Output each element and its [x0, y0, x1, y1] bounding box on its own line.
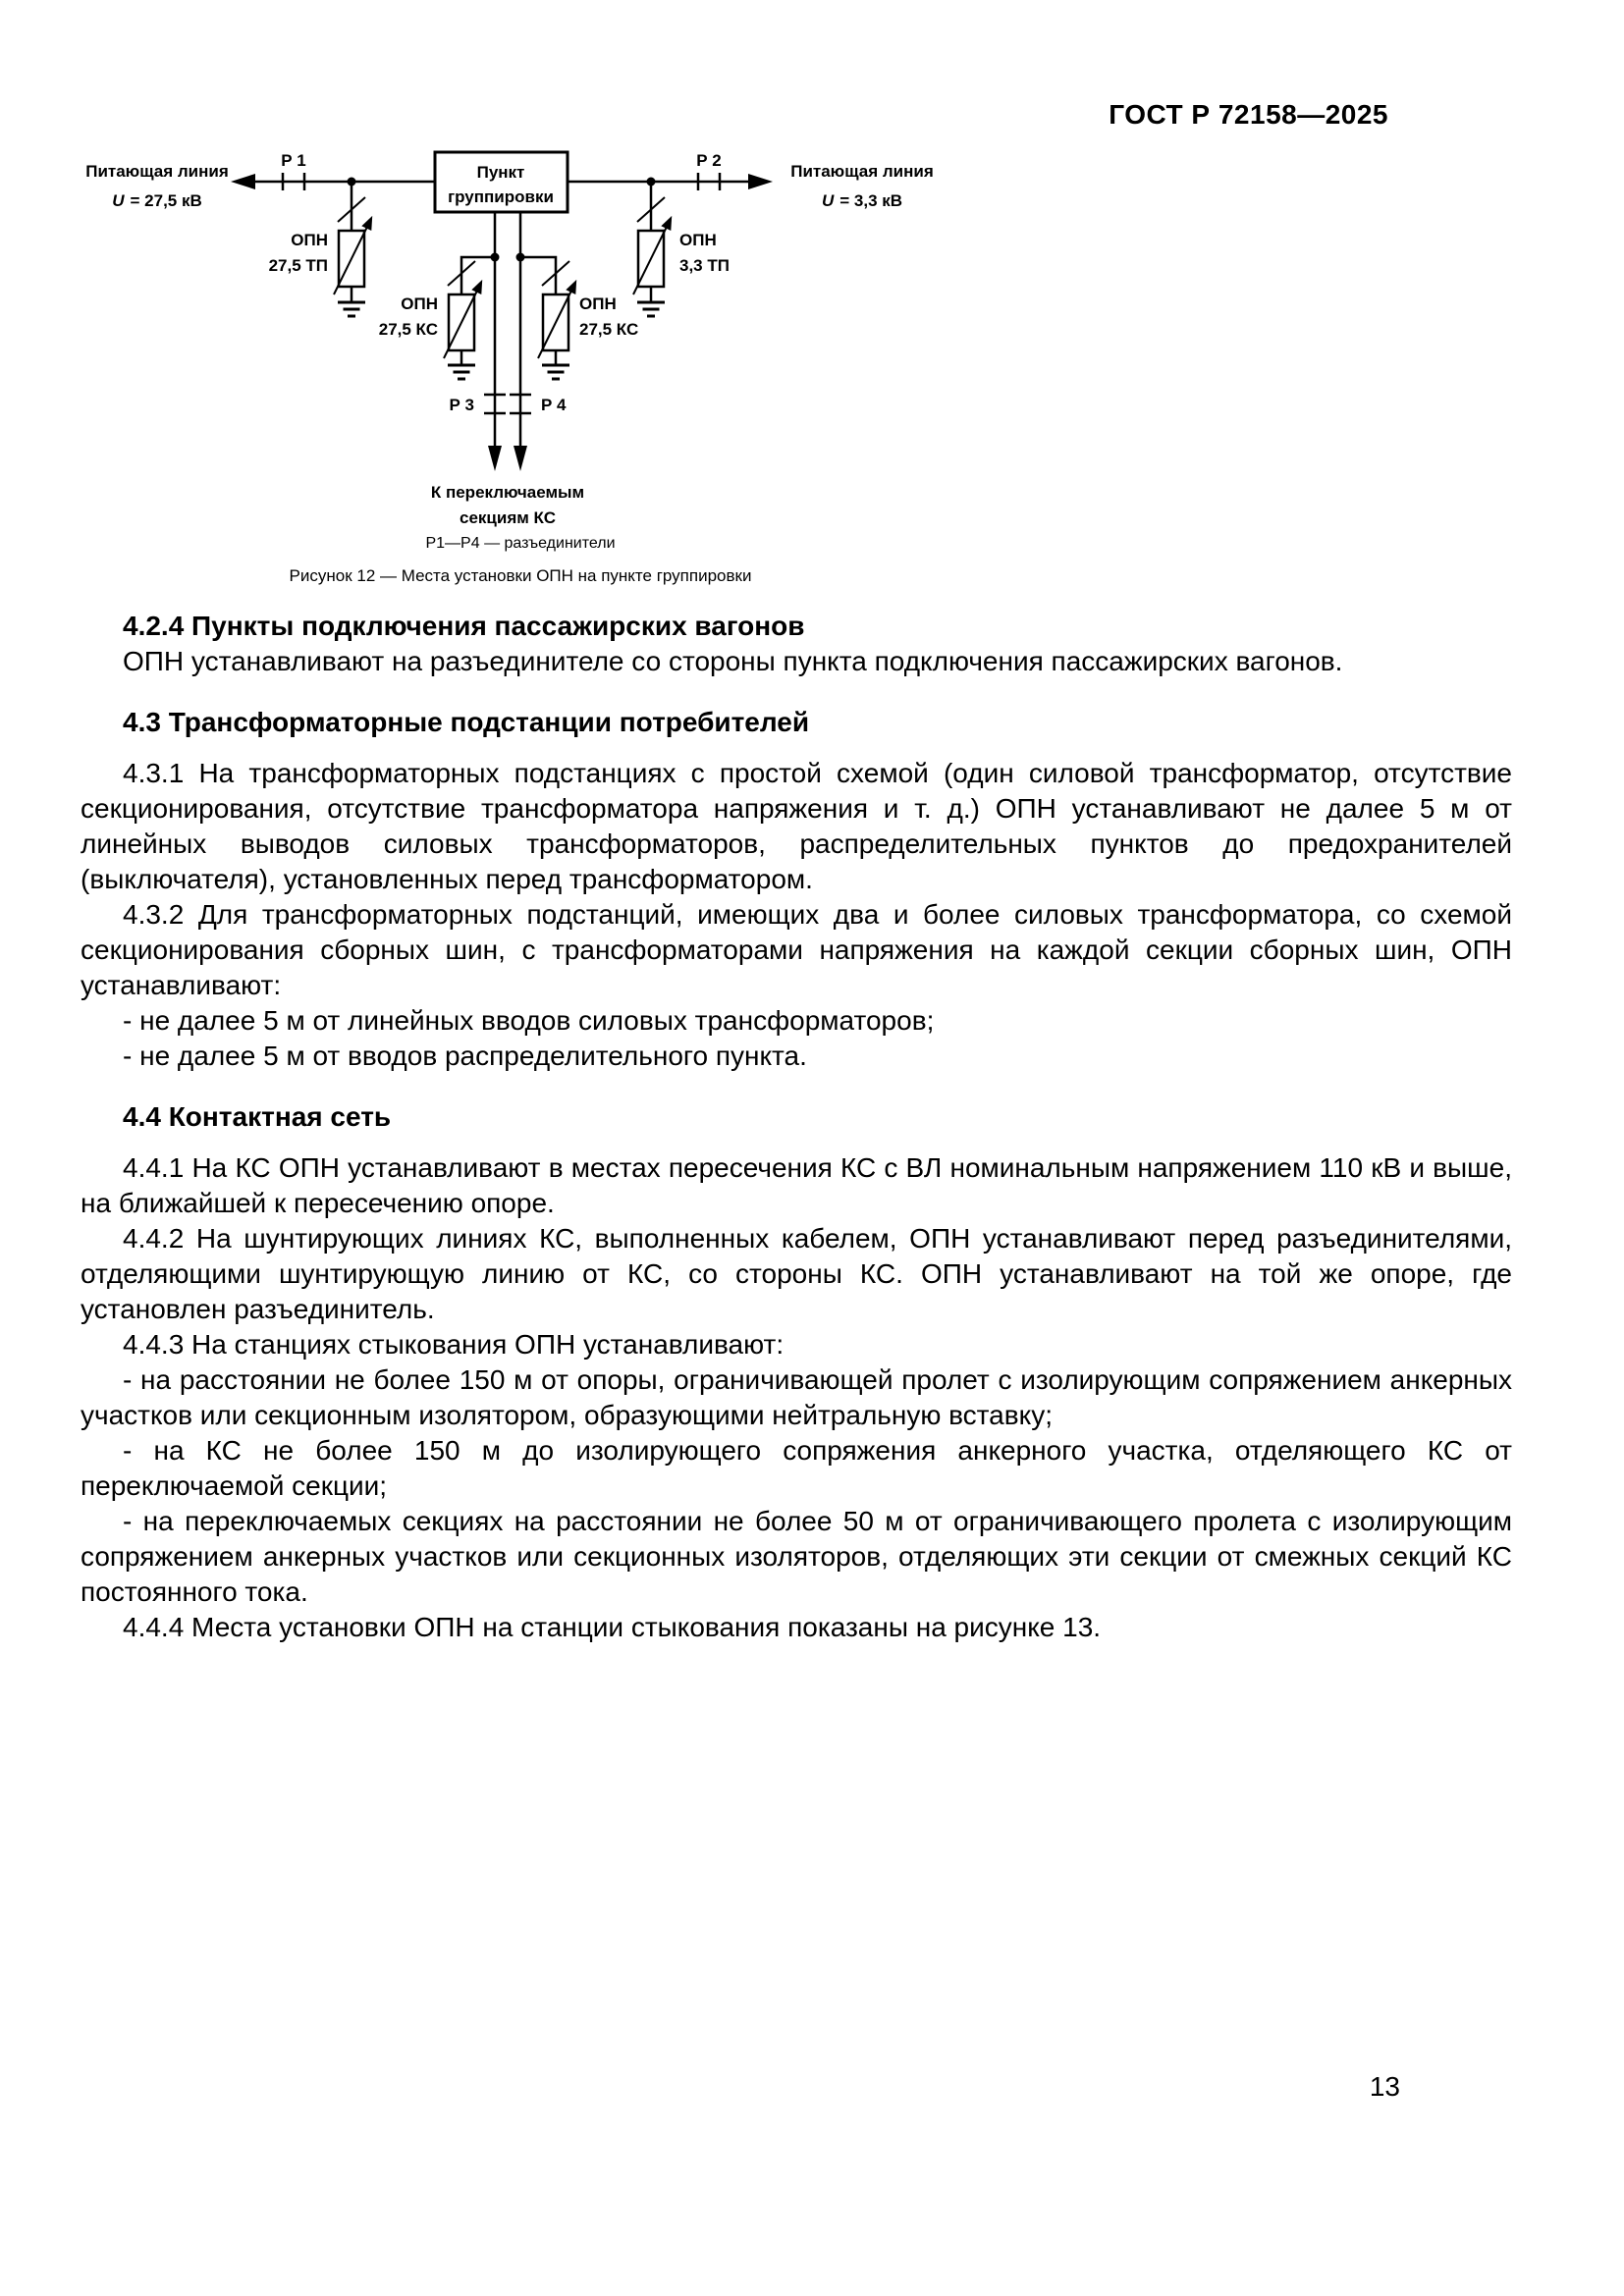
arrester-arrow-line [632, 226, 668, 295]
output-feeders: Р 3 Р 4 К переключаемым секциям КС [431, 212, 584, 527]
paragraph-4-4-3: 4.4.3 На станциях стыкования ОПН устанав… [123, 1329, 785, 1360]
feed-left-voltage: U = 27,5 кВ [112, 191, 202, 210]
feed-left-label: Питающая линия U = 27,5 кВ [85, 162, 229, 210]
arrester-ks-left-label-2: 27,5 КС [379, 320, 438, 339]
disconnector-p2-label: Р 2 [696, 151, 722, 170]
document-body: 4.2.4 Пункты подключения пассажирских ва… [81, 609, 1512, 1645]
figure-12-diagram: Р 1 Р 2 Питающая линия U = 27,5 кВ Питающ… [85, 150, 934, 527]
paragraph-4-3-1: 4.3.1 На трансформаторных подстанциях с … [81, 758, 1512, 894]
paragraph-4-3-2: 4.3.2 Для трансформаторных подстанций, и… [81, 899, 1512, 1000]
link-slash [337, 196, 366, 223]
disconnector-p1-label: Р 1 [281, 151, 306, 170]
paragraph-4-4-1: 4.4.1 На КС ОПН устанавливают в местах п… [81, 1152, 1512, 1218]
grouping-point-rect [433, 150, 569, 214]
output-label-2: секциям КС [460, 508, 556, 527]
arrester-tp-left-label-1: ОПН [291, 231, 328, 249]
arrester-ks-left: ОПН 27,5 КС [379, 255, 495, 381]
arrester-arrow-line [537, 290, 572, 359]
arrester-arrow-line [333, 226, 368, 295]
feed-right-title: Питающая линия [790, 162, 934, 181]
arrester-arrow-line [443, 290, 478, 359]
feed-right-label: Питающая линия U= 3,3 кВ [790, 162, 934, 210]
figure-legend: Р1—Р4 — разъединители [425, 535, 616, 552]
left-arrowhead-icon [231, 174, 255, 189]
arrester-tp-left: ОПН 27,5 ТП [269, 182, 373, 318]
arrester-ks-left-label-1: ОПН [401, 294, 438, 313]
down-arrowhead-icon [488, 446, 502, 471]
heading-4-2-4: 4.2.4 Пункты подключения пассажирских ва… [123, 611, 805, 641]
paragraph-4-4-4: 4.4.4 Места установки ОПН на станции сты… [123, 1612, 1102, 1642]
arrester-arrowhead-icon [471, 279, 483, 294]
feed-bus: Р 1 Р 2 [231, 151, 773, 190]
voltage-symbol: U [112, 191, 125, 210]
arrester-tp-right-label-2: 3,3 ТП [679, 256, 730, 275]
paragraph-4-2-4: ОПН устанавливают на разъединителе со ст… [123, 646, 1343, 676]
arrester-tp-left-label-2: 27,5 ТП [269, 256, 328, 275]
arrester-arrowhead-icon [566, 279, 577, 294]
down-arrowhead-icon [514, 446, 527, 471]
right-arrowhead-icon [748, 174, 773, 189]
list-item: - не далее 5 м от вводов распределительн… [123, 1041, 807, 1071]
arrester-arrowhead-icon [361, 215, 373, 231]
figure-caption: Рисунок 12 — Места установки ОПН на пунк… [289, 566, 752, 585]
arrester-tp-right: ОПН 3,3 ТП [632, 182, 730, 318]
voltage-value: = 3,3 кВ [839, 191, 902, 210]
page-number: 13 [1369, 2071, 1400, 2102]
link-slash [636, 196, 666, 223]
list-item: - на расстоянии не более 150 м от опоры,… [81, 1364, 1512, 1430]
voltage-value: = 27,5 кВ [131, 191, 202, 210]
grouping-point-box: Пункт группировки [433, 150, 569, 214]
grouping-point-label-1: Пункт [477, 163, 525, 182]
branch-wire [460, 255, 495, 294]
heading-4-3: 4.3 Трансформаторные подстанции потребит… [123, 707, 810, 737]
disconnector-p3-label: Р 3 [449, 396, 474, 414]
arrester-tp-right-label-1: ОПН [679, 231, 717, 249]
list-item: - на КС не более 150 м до изолирующего с… [81, 1435, 1512, 1501]
grouping-point-label-2: группировки [448, 187, 554, 206]
disconnector-p4-label: Р 4 [541, 396, 567, 414]
list-item: - на переключаемых секциях на расстоянии… [81, 1506, 1512, 1607]
link-slash [447, 260, 476, 287]
heading-4-4: 4.4 Контактная сеть [123, 1101, 392, 1132]
list-item: - не далее 5 м от линейных вводов силовы… [123, 1005, 935, 1036]
feed-left-title: Питающая линия [85, 162, 229, 181]
link-slash [541, 260, 570, 287]
branch-wire [520, 255, 558, 294]
document-header: ГОСТ Р 72158—2025 [1109, 99, 1388, 130]
voltage-symbol: U [822, 191, 835, 210]
output-label-1: К переключаемым [431, 483, 584, 502]
feed-right-voltage: U= 3,3 кВ [822, 191, 902, 210]
paragraph-4-4-2: 4.4.2 На шунтирующих линиях КС, выполнен… [81, 1223, 1512, 1324]
arrester-ks-right-label-2: 27,5 КС [579, 320, 638, 339]
arrester-ks-right-label-1: ОПН [579, 294, 617, 313]
arrester-arrowhead-icon [661, 215, 673, 231]
arrester-ks-right: ОПН 27,5 КС [520, 255, 638, 381]
